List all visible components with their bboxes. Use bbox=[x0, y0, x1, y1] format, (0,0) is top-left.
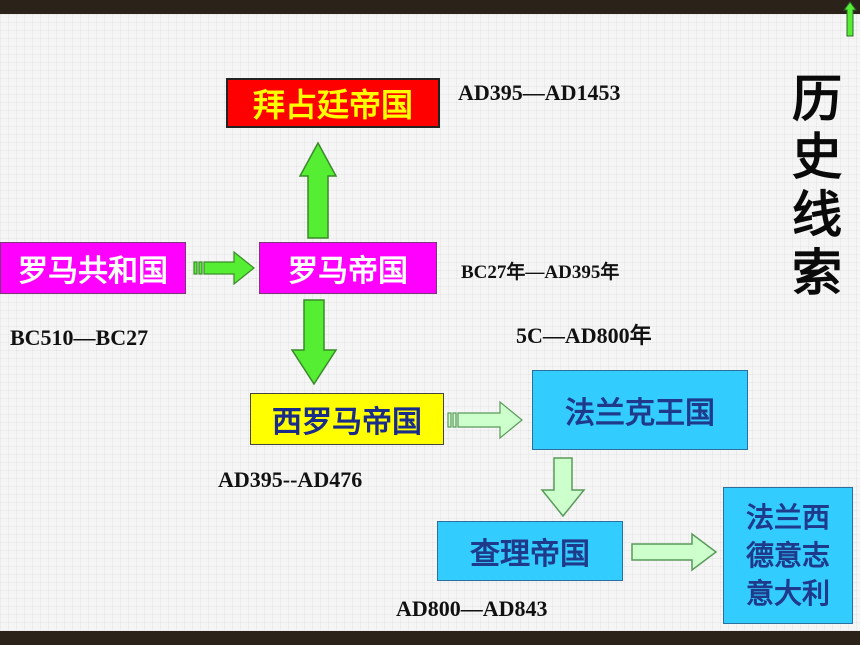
box-frankish-label: 法兰克王国 bbox=[565, 396, 715, 431]
page-title-vertical: 历史线索 bbox=[792, 70, 842, 302]
date-byzantine: AD395—AD1453 bbox=[458, 80, 621, 105]
successor-france: 法兰西 bbox=[745, 500, 830, 534]
arrow-right-republic-to-empire bbox=[193, 250, 255, 286]
successor-germany: 德意志 bbox=[745, 538, 830, 572]
arrow-up-to-byzantine bbox=[298, 141, 338, 239]
arrow-right-western-to-frankish bbox=[447, 400, 523, 440]
box-roman-empire-label: 罗马帝国 bbox=[288, 254, 408, 289]
box-byzantine-label: 拜占廷帝国 bbox=[252, 86, 413, 124]
date-charlemagne: AD800—AD843 bbox=[396, 596, 548, 621]
date-frankish: 5C—AD800年 bbox=[516, 323, 652, 348]
successor-italy: 意大利 bbox=[745, 576, 830, 610]
box-successor-states: 法兰西 德意志 意大利 bbox=[723, 487, 853, 624]
box-charlemagne-label: 查理帝国 bbox=[470, 537, 590, 572]
box-western-roman-label: 西罗马帝国 bbox=[272, 405, 422, 440]
arrow-right-to-successors bbox=[631, 532, 718, 572]
box-western-roman-empire: 西罗马帝国 bbox=[250, 393, 444, 445]
box-byzantine-empire: 拜占廷帝国 bbox=[226, 78, 440, 128]
box-roman-republic-label: 罗马共和国 bbox=[18, 254, 168, 289]
date-western-roman: AD395--AD476 bbox=[218, 467, 363, 492]
bottom-bar bbox=[0, 631, 860, 645]
date-roman-empire: BC27年—AD395年 bbox=[461, 262, 620, 283]
top-bar bbox=[0, 0, 860, 14]
arrow-down-to-charlemagne bbox=[540, 457, 586, 518]
box-roman-empire: 罗马帝国 bbox=[259, 242, 437, 294]
arrow-down-to-western-roman bbox=[290, 299, 338, 386]
box-charlemagne-empire: 查理帝国 bbox=[437, 521, 623, 581]
box-frankish-kingdom: 法兰克王国 bbox=[532, 370, 748, 450]
date-roman-republic: BC510—BC27 bbox=[10, 325, 149, 350]
box-roman-republic: 罗马共和国 bbox=[0, 242, 186, 294]
corner-up-arrow-icon[interactable] bbox=[843, 1, 857, 37]
